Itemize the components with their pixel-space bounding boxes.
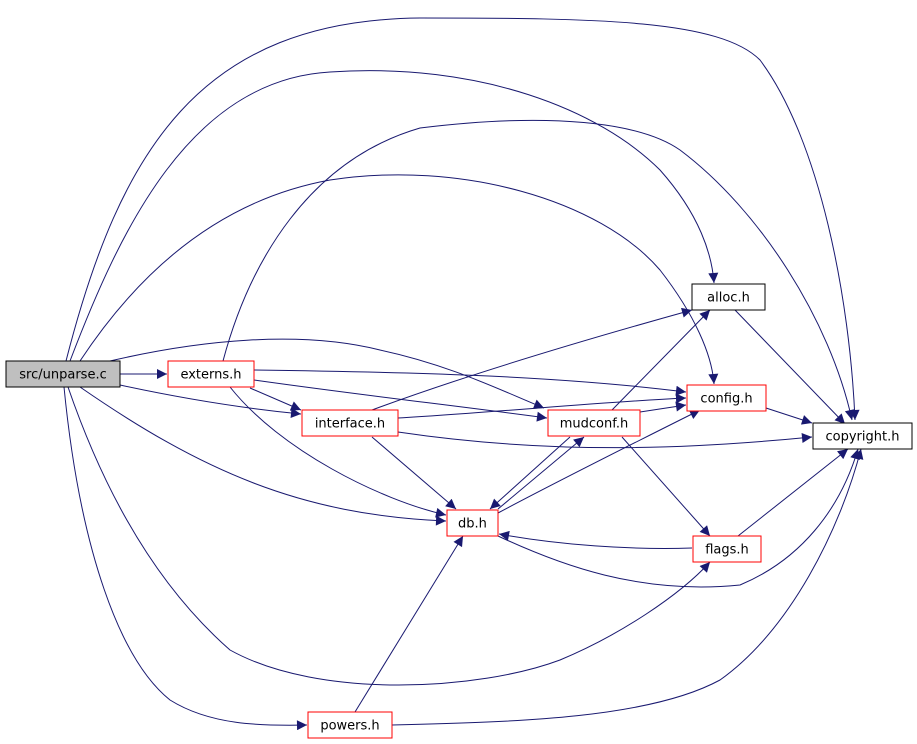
node-externs-h[interactable]: externs.h (167, 360, 255, 388)
svg-text:config.h: config.h (700, 392, 752, 407)
node-flags-h[interactable]: flags.h (692, 535, 762, 563)
edge-mudconf-to-flags (621, 436, 711, 537)
edge-flags-to-copyright (737, 448, 849, 537)
node-copyright-h[interactable]: copyright.h (812, 422, 913, 450)
edge-unparse-to-mudconf (109, 338, 545, 409)
edge-unparse-to-alloc (69, 70, 719, 362)
svg-text:interface.h: interface.h (315, 417, 385, 432)
edge-unparse-to-powers (63, 386, 308, 731)
edge-db-to-config (497, 409, 701, 514)
node-src-unparse-c[interactable]: src/unparse.c (5, 360, 121, 388)
edge-interface-to-config (397, 393, 687, 419)
svg-text:externs.h: externs.h (180, 368, 241, 383)
svg-text:powers.h: powers.h (320, 719, 379, 734)
edge-unparse-to-db (79, 386, 447, 526)
edge-alloc-to-copyright (734, 309, 846, 425)
svg-text:src/unparse.c: src/unparse.c (19, 368, 106, 383)
edge-interface-to-alloc (371, 307, 693, 411)
svg-text:alloc.h: alloc.h (707, 291, 750, 306)
edge-unparse-to-copyright (65, 17, 860, 421)
edge-flags-to-db (498, 530, 693, 549)
node-alloc-h[interactable]: alloc.h (691, 283, 766, 311)
edge-unparse-to-interface (119, 384, 302, 418)
nodes: src/unparse.c externs.h interface.h db.h… (5, 283, 913, 739)
edge-interface-to-copyright (397, 431, 813, 449)
node-interface-h[interactable]: interface.h (301, 409, 399, 437)
edge-mudconf-to-config (639, 401, 687, 413)
edge-powers-to-db (354, 535, 464, 713)
svg-text:copyright.h: copyright.h (826, 430, 900, 445)
edge-db-to-copyright (497, 448, 860, 588)
edge-mudconf-to-alloc (611, 309, 711, 411)
edge-externs-to-mudconf (253, 379, 548, 422)
edge-mudconf-to-db (489, 436, 571, 510)
edge-externs-to-db (229, 386, 447, 518)
node-config-h[interactable]: config.h (686, 384, 767, 412)
edge-unparse-to-config (79, 174, 719, 385)
edge-externs-to-interface (249, 387, 302, 411)
node-db-h[interactable]: db.h (446, 509, 499, 537)
node-powers-h[interactable]: powers.h (307, 711, 393, 739)
edge-externs-to-copyright (222, 119, 855, 421)
svg-text:flags.h: flags.h (705, 543, 749, 558)
node-mudconf-h[interactable]: mudconf.h (547, 409, 641, 437)
edge-config-to-copyright (765, 407, 813, 425)
edge-db-to-mudconf (497, 436, 585, 510)
edge-interface-to-db (371, 436, 457, 510)
edge-unparse-to-flags (67, 386, 711, 686)
edge-powers-to-copyright (391, 448, 864, 726)
svg-text:db.h: db.h (458, 517, 487, 532)
edges (63, 17, 864, 731)
svg-text:mudconf.h: mudconf.h (560, 417, 629, 432)
